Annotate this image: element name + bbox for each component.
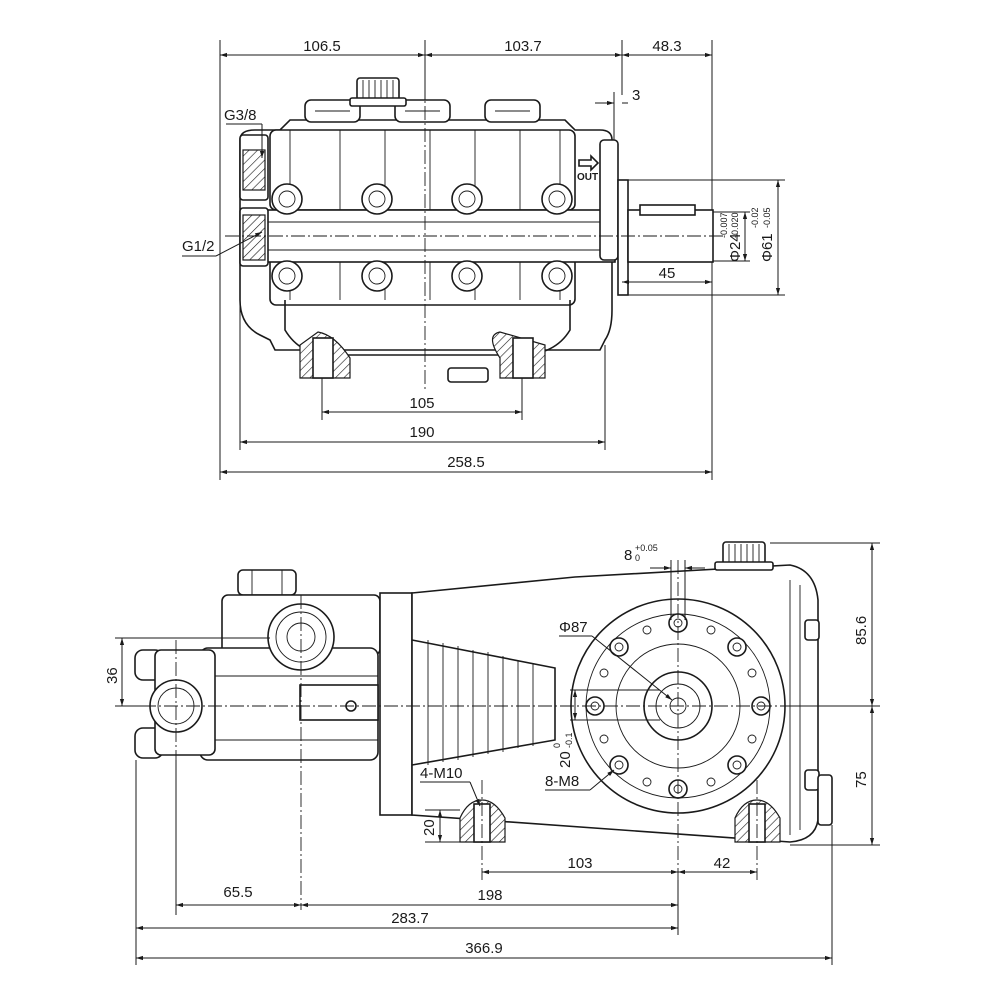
dim-36: 36 — [104, 667, 121, 684]
dim-85-6: 85.6 — [853, 616, 870, 645]
dim-103-7: 103.7 — [504, 38, 542, 55]
side-view: 36 Φ87 8 +0.05 0 20 0 -0.1 8-M8 4-M10 20 — [104, 541, 880, 965]
dim-phi61: Φ61 — [759, 233, 776, 262]
dim-366-9: 366.9 — [465, 940, 503, 957]
dim-phi61-tol-upper: -0.02 — [750, 207, 760, 228]
top-oil-cap — [349, 77, 407, 107]
dim-mount-4m10: 4-M10 — [420, 765, 463, 782]
dim-65-5: 65.5 — [223, 884, 252, 901]
side-manifold — [134, 569, 381, 761]
dim-75: 75 — [853, 771, 870, 788]
dim-3: 3 — [632, 87, 640, 104]
dim-phi24: Φ24 — [727, 233, 744, 262]
dim-258-5: 258.5 — [447, 454, 485, 471]
port-g12-label: G1/2 — [182, 238, 215, 255]
dim-42: 42 — [714, 855, 731, 872]
dim-198: 198 — [477, 887, 502, 904]
outlet-label: OUT — [577, 172, 598, 183]
top-bolts-lower — [271, 260, 573, 292]
dim-key20: 20 — [557, 751, 574, 768]
top-pump-body — [239, 99, 619, 356]
dim-103: 103 — [567, 855, 592, 872]
dim-45: 45 — [659, 265, 676, 282]
dim-phi61-tol-lower: -0.05 — [762, 207, 772, 228]
dim-190: 190 — [409, 424, 434, 441]
dim-phi87: Φ87 — [559, 619, 588, 636]
dim-key8: 8 — [624, 547, 632, 564]
dim-283-7: 283.7 — [391, 910, 429, 927]
dim-key8-tol-lower: 0 — [635, 553, 640, 563]
dim-phi24-tol-upper: -0.007 — [719, 212, 729, 238]
dim-105: 105 — [409, 395, 434, 412]
dim-h20: 20 — [421, 819, 438, 836]
dim-key20-tol-upper: 0 — [552, 743, 562, 748]
dim-48-3: 48.3 — [652, 38, 681, 55]
dim-106-5: 106.5 — [303, 38, 341, 55]
dim-key20-tol-lower: -0.1 — [564, 732, 574, 748]
side-oil-cap — [714, 541, 774, 571]
port-g38-label: G3/8 — [224, 107, 257, 124]
dim-key8-tol-upper: +0.05 — [635, 543, 658, 553]
dim-bolts-8m8: 8-M8 — [545, 773, 579, 790]
dim-phi24-tol-lower: -0.020 — [730, 212, 740, 238]
top-bolts-upper — [271, 183, 573, 215]
top-view: 106.5 103.7 48.3 3 — [182, 38, 785, 480]
